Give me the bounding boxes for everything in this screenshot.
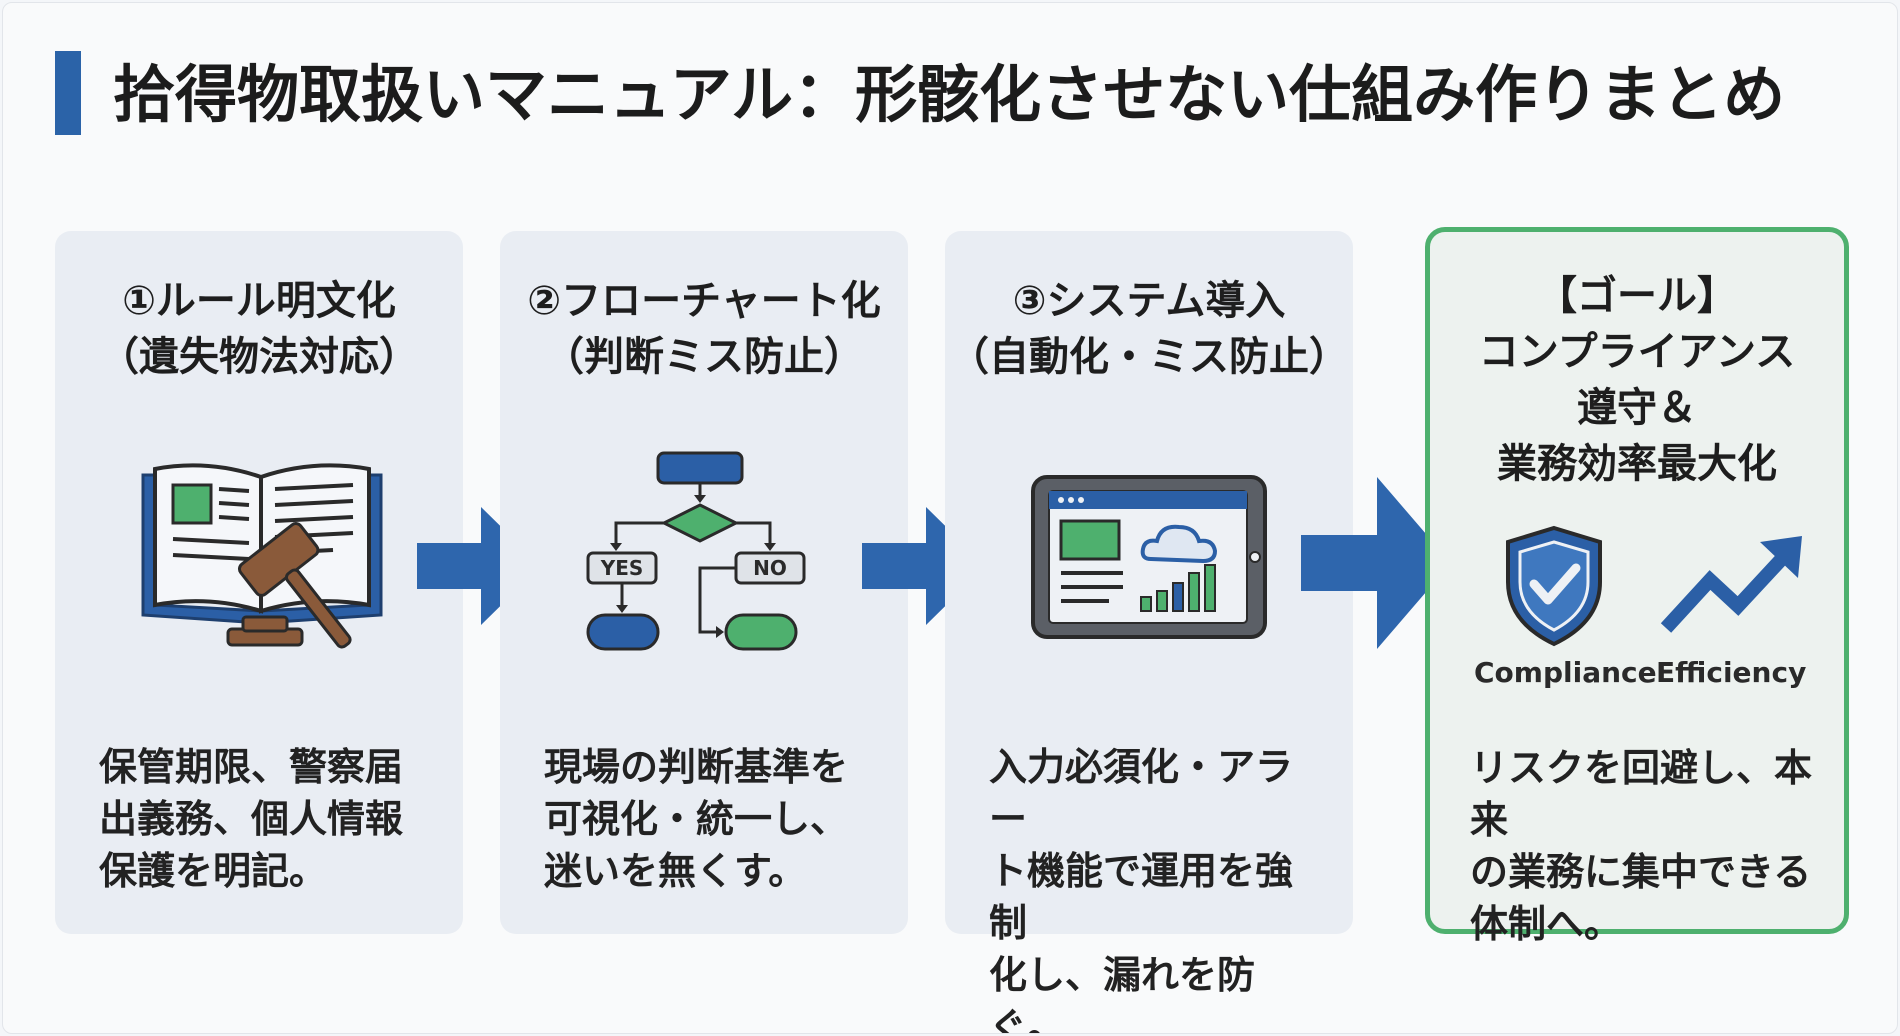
- goal-title-line1: 【ゴール】: [1537, 273, 1737, 319]
- step-title-line1: ③システム導入: [1012, 278, 1286, 324]
- goal-title-line3: 遵守＆: [1577, 385, 1697, 431]
- step-title: ③システム導入 （自動化・ミス防止）: [945, 273, 1353, 385]
- law-book-gavel-icon: [141, 463, 383, 649]
- step-title-line1: ①ルール明文化: [122, 278, 396, 324]
- goal-card: 【ゴール】 コンプライアンス 遵守＆ 業務効率最大化 Compliance Ef…: [1425, 227, 1849, 946]
- page-title: 拾得物取扱いマニュアル：形骸化させない仕組み作りまとめ: [113, 58, 1786, 131]
- flow-no-label: NO: [753, 556, 787, 580]
- step-title-line1: ②フローチャート化: [527, 278, 881, 324]
- goal-title: 【ゴール】 コンプライアンス 遵守＆ 業務効率最大化: [1430, 268, 1844, 492]
- step-description: 入力必須化・アラー ト機能で運用を強制 化し、漏れを防ぐ。: [989, 745, 1294, 1034]
- flowchart-icon: YES NO: [586, 451, 806, 651]
- step-card-system: ③システム導入 （自動化・ミス防止） 入力必須化・アラー ト機能で運用を強制 化…: [945, 231, 1353, 1033]
- goal-description: リスクを回避し、本来 の業務に集中できる 体制へ。: [1470, 746, 1813, 946]
- title-accent-bar: [55, 51, 81, 135]
- step-description: 現場の判断基準を 可視化・統一し、 迷いを無くす。: [544, 745, 849, 893]
- goal-title-line2: コンプライアンス: [1478, 329, 1796, 375]
- step-title: ②フローチャート化 （判断ミス防止）: [500, 273, 908, 385]
- step-description: 保管期限、警察届 出義務、個人情報 保護を明記。: [99, 745, 404, 893]
- trend-up-arrow-icon: [1660, 536, 1802, 633]
- shield-check-icon: [1506, 525, 1602, 647]
- step-title-line2: （遺失物法対応）: [99, 334, 419, 380]
- efficiency-label: Efficiency: [1656, 656, 1807, 689]
- step-title-line2: （判断ミス防止）: [544, 334, 864, 380]
- flow-yes-label: YES: [600, 556, 644, 580]
- step-title-line2: （自動化・ミス防止）: [949, 334, 1349, 380]
- step-title: ①ルール明文化 （遺失物法対応）: [55, 273, 463, 385]
- arrow-right-icon: [1301, 477, 1451, 649]
- tablet-dashboard-icon: [1031, 475, 1267, 639]
- step-card-flowchart: ②フローチャート化 （判断ミス防止） YES NO 現場の判断基準を 可視化・統…: [500, 231, 908, 934]
- compliance-label: Compliance: [1474, 656, 1657, 689]
- goal-title-line4: 業務効率最大化: [1497, 441, 1777, 487]
- step-card-rules: ①ルール明文化 （遺失物法対応） 保管期限、警察届 出義務、個: [55, 231, 463, 934]
